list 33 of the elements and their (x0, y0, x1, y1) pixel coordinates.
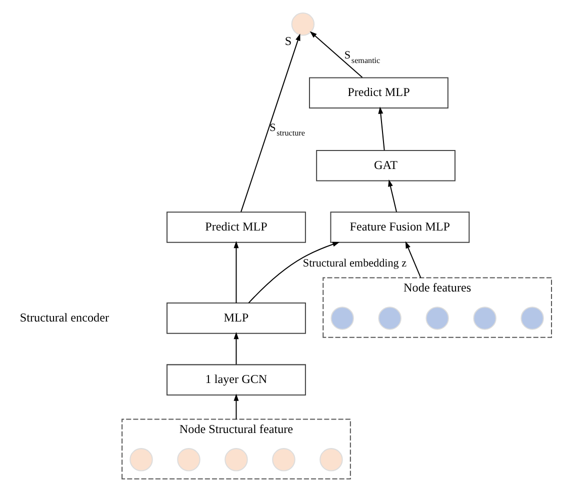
node-circle (520, 306, 544, 330)
node-circle (177, 448, 200, 471)
node-circle (130, 448, 153, 471)
node-circle (330, 306, 354, 330)
arrow (405, 240, 422, 278)
arrow (240, 33, 300, 212)
node-box: MLP (166, 302, 306, 334)
edge-label: Structural embedding z (302, 256, 407, 269)
arrow (310, 30, 363, 78)
node-box: Feature Fusion MLP (330, 211, 470, 242)
node-circle (320, 448, 343, 471)
arrow (234, 240, 239, 302)
node-box: Predict MLP (166, 211, 306, 242)
node-circle (291, 12, 315, 36)
arrow (378, 106, 385, 150)
node-circle (272, 448, 296, 471)
cluster: Node Structural feature (122, 418, 351, 479)
node-label: S (284, 33, 292, 48)
arrow (234, 331, 239, 364)
arrow (234, 393, 239, 419)
node-box: GAT (316, 149, 456, 181)
cluster: Node features (322, 276, 552, 338)
node-circle (473, 306, 496, 330)
node-box: 1 layer GCN (166, 364, 306, 395)
node-circle (426, 306, 449, 330)
node-circle (224, 448, 248, 471)
edge-label: S$_{semantic}$ (344, 48, 380, 64)
arrow (388, 178, 397, 212)
label: Structural encoder (20, 310, 110, 324)
edge-label: S$_{structure}$ (270, 122, 305, 138)
node-box: Predict MLP (309, 76, 448, 108)
node-circle (378, 306, 402, 330)
arrow (248, 241, 340, 303)
